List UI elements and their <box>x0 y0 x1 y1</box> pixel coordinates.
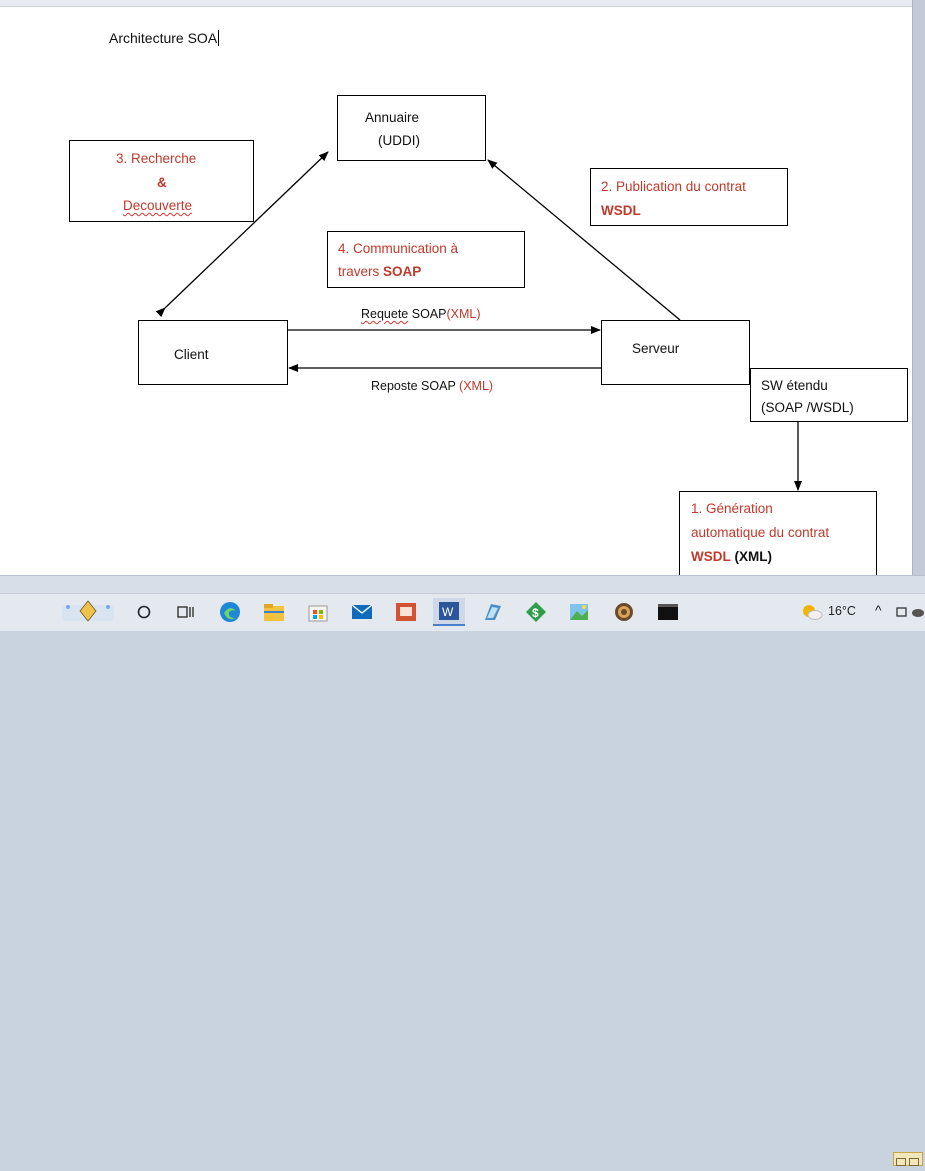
reposte-label: Reposte SOAP (XML) <box>371 379 493 393</box>
recherche-line2: & <box>157 175 167 190</box>
serveur-box[interactable]: Serveur <box>601 320 750 385</box>
read-mode-icon[interactable] <box>909 1158 919 1166</box>
mail-icon[interactable] <box>348 598 376 626</box>
edge-icon[interactable] <box>216 598 244 626</box>
generation-line3-plain: (XML) <box>734 549 773 564</box>
communication-line2: travers SOAP <box>338 264 421 279</box>
document-title-text: Architecture SOA <box>109 30 218 46</box>
requete-soap: SOAP <box>411 307 447 321</box>
weather-temperature[interactable]: 16°C <box>828 604 856 618</box>
document-page[interactable]: Architecture SOA Annuaire (UDDI) 3. Rech… <box>0 0 912 575</box>
publication-line2: WSDL <box>601 203 641 218</box>
diagram-arrows <box>155 151 802 491</box>
annuaire-box[interactable]: Annuaire (UDDI) <box>337 95 486 161</box>
sw-etendu-line1: SW étendu <box>761 378 828 393</box>
arrow-client-annuaire <box>155 151 329 318</box>
paint-icon[interactable] <box>566 598 594 626</box>
requete-xml: (XML) <box>446 307 481 321</box>
chevron-up-icon[interactable]: ^ <box>875 602 882 618</box>
powerpoint-icon[interactable] <box>392 598 420 626</box>
generation-line2: automatique du contrat <box>691 525 830 540</box>
start-icon[interactable] <box>60 598 116 626</box>
tray-cloud-icon[interactable] <box>911 598 925 626</box>
recherche-line3: Decouverte <box>123 198 193 213</box>
app-icon[interactable] <box>478 598 506 626</box>
task-view-icon[interactable] <box>172 598 200 626</box>
horizontal-scrollbar[interactable] <box>0 575 925 1166</box>
requete-label: Requete SOAP(XML) <box>361 307 481 321</box>
client-label: Client <box>174 347 209 362</box>
generation-line1: 1. Génération <box>691 501 773 516</box>
top-ruler <box>0 0 912 7</box>
annuaire-sub: (UDDI) <box>378 133 420 148</box>
generation-line3: WSDL (XML) <box>691 549 772 564</box>
recherche-line1: 3. Recherche <box>116 151 197 166</box>
requete-word: Requete <box>361 307 409 321</box>
annuaire-label: Annuaire <box>365 110 420 125</box>
generation-line3-bold: WSDL <box>691 549 731 564</box>
publication-line1: 2. Publication du contrat <box>601 179 746 194</box>
reposte-soap: SOAP <box>421 379 456 393</box>
view-mode-buttons[interactable] <box>893 1152 923 1166</box>
settings-icon[interactable] <box>610 598 638 626</box>
serveur-label: Serveur <box>632 341 680 356</box>
text-caret <box>218 30 220 46</box>
sw-etendu-line2: (SOAP /WSDL) <box>761 400 854 415</box>
reposte-word: Reposte <box>371 379 418 393</box>
terminal-icon[interactable] <box>654 598 682 626</box>
recherche-box[interactable]: 3. Recherche & Decouverte <box>69 140 254 222</box>
document-title: Architecture SOA <box>109 30 220 46</box>
arrow-serveur-annuaire <box>487 159 681 321</box>
weather-icon[interactable] <box>798 598 826 626</box>
money-icon[interactable]: $ <box>522 598 550 626</box>
client-box[interactable]: Client <box>138 320 288 385</box>
communication-line1: 4. Communication à <box>338 241 459 256</box>
file-explorer-icon[interactable] <box>260 598 288 626</box>
reposte-xml: (XML) <box>459 379 494 393</box>
communication-box[interactable]: 4. Communication à travers SOAP <box>327 231 525 288</box>
word-icon[interactable]: W <box>433 598 465 626</box>
generation-box[interactable]: 1. Génération automatique du contrat WSD… <box>679 491 877 575</box>
publication-box[interactable]: 2. Publication du contrat WSDL <box>590 168 788 226</box>
tray-network-icon[interactable] <box>894 598 910 626</box>
svg-text:W: W <box>442 605 454 619</box>
taskbar: W $ 16°C ^ <box>0 593 925 631</box>
search-icon[interactable] <box>130 598 158 626</box>
vertical-scrollbar[interactable] <box>912 0 925 575</box>
store-icon[interactable] <box>304 598 332 626</box>
print-layout-icon[interactable] <box>896 1158 906 1166</box>
communication-line2-plain: travers <box>338 264 380 279</box>
sw-etendu-box[interactable]: SW étendu (SOAP /WSDL) <box>750 368 908 422</box>
communication-line2-bold: SOAP <box>383 264 422 279</box>
svg-text:$: $ <box>532 606 539 620</box>
